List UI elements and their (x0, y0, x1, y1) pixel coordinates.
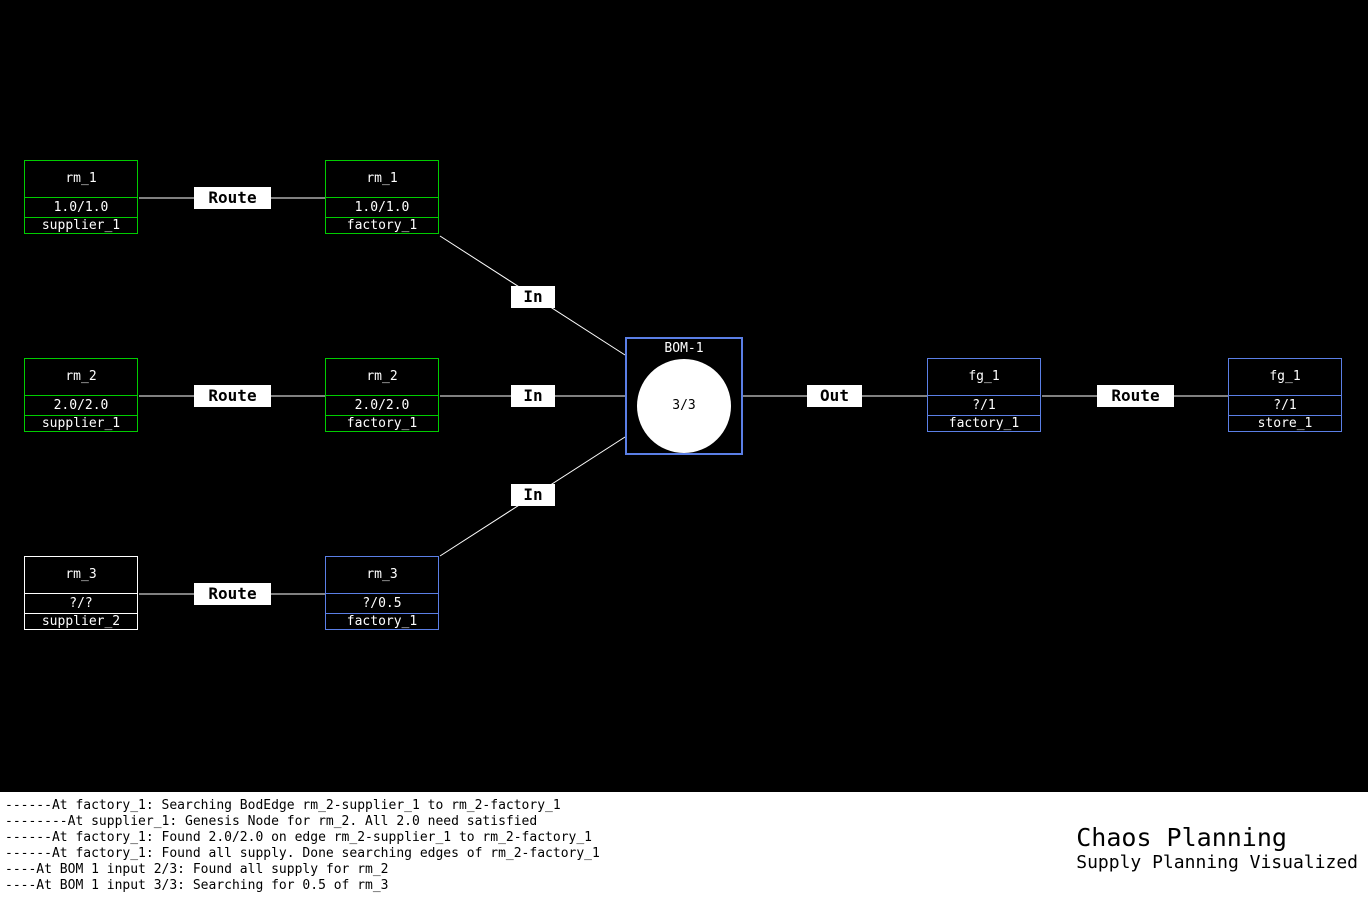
route-edge-label[interactable]: Route (194, 583, 271, 605)
node-quantity: ?/? (25, 593, 137, 614)
brand-block: Chaos Planning Supply Planning Visualize… (1076, 824, 1358, 874)
node-material: rm_2 (65, 369, 97, 384)
node-rm2-factory1[interactable]: rm_2 2.0/2.0 factory_1 (325, 358, 439, 432)
in-edge-label[interactable]: In (511, 385, 555, 407)
in-edge-label[interactable]: In (511, 286, 555, 308)
node-rm1-factory1[interactable]: rm_1 1.0/1.0 factory_1 (325, 160, 439, 234)
log-line: --------At supplier_1: Genesis Node for … (5, 814, 538, 829)
log-line: ------At factory_1: Found 2.0/2.0 on edg… (5, 830, 592, 845)
node-material: fg_1 (1269, 369, 1301, 384)
node-material: fg_1 (968, 369, 1000, 384)
node-location: supplier_1 (41, 218, 121, 233)
node-location: factory_1 (948, 416, 1020, 431)
route-edge-label[interactable]: Route (1097, 385, 1174, 407)
out-edge-label[interactable]: Out (807, 385, 862, 407)
node-location: factory_1 (346, 218, 418, 233)
node-rm2-supplier1[interactable]: rm_2 2.0/2.0 supplier_1 (24, 358, 138, 432)
node-quantity: 2.0/2.0 (326, 395, 438, 416)
node-quantity: 1.0/1.0 (326, 197, 438, 218)
node-fg1-factory1[interactable]: fg_1 ?/1 factory_1 (927, 358, 1041, 432)
bom-progress-circle: 3/3 (637, 359, 731, 453)
node-quantity: 1.0/1.0 (25, 197, 137, 218)
node-location: store_1 (1257, 416, 1313, 431)
node-quantity: ?/1 (1229, 395, 1341, 416)
node-rm3-supplier2[interactable]: rm_3 ?/? supplier_2 (24, 556, 138, 630)
planning-canvas: rm_1 1.0/1.0 supplier_1 Route rm_1 1.0/1… (24, 160, 1342, 630)
node-rm1-supplier1[interactable]: rm_1 1.0/1.0 supplier_1 (24, 160, 138, 234)
in-edge-label[interactable]: In (511, 484, 555, 506)
log-line: ----At BOM 1 input 3/3: Searching for 0.… (5, 878, 389, 893)
node-location: supplier_2 (41, 614, 121, 629)
node-fg1-store1[interactable]: fg_1 ?/1 store_1 (1228, 358, 1342, 432)
node-location: factory_1 (346, 614, 418, 629)
log-line: ------At factory_1: Found all supply. Do… (5, 846, 600, 861)
route-edge-label[interactable]: Route (194, 385, 271, 407)
node-rm3-factory1[interactable]: rm_3 ?/0.5 factory_1 (325, 556, 439, 630)
node-quantity: ?/0.5 (326, 593, 438, 614)
bom-title: BOM-1 (664, 341, 704, 356)
node-material: rm_1 (65, 171, 97, 186)
log-line: ----At BOM 1 input 2/3: Found all supply… (5, 862, 389, 877)
node-material: rm_3 (65, 567, 97, 582)
node-material: rm_3 (366, 567, 398, 582)
node-material: rm_1 (366, 171, 398, 186)
app-subtitle: Supply Planning Visualized (1076, 852, 1358, 873)
node-quantity: ?/1 (928, 395, 1040, 416)
app-title: Chaos Planning (1076, 823, 1287, 852)
log-line: ------At factory_1: Searching BodEdge rm… (5, 798, 561, 813)
node-material: rm_2 (366, 369, 398, 384)
node-location: factory_1 (346, 416, 418, 431)
node-location: supplier_1 (41, 416, 121, 431)
node-quantity: 2.0/2.0 (25, 395, 137, 416)
route-edge-label[interactable]: Route (194, 187, 271, 209)
log-console: ------At factory_1: Searching BodEdge rm… (0, 792, 1368, 912)
bom-node[interactable]: BOM-1 3/3 (625, 337, 743, 455)
log-list: ------At factory_1: Searching BodEdge rm… (5, 798, 600, 894)
